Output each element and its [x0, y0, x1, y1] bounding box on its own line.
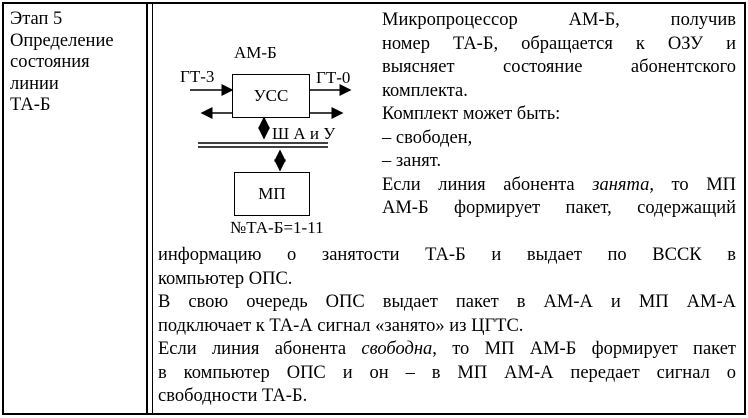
uss-block: УСС: [232, 74, 310, 118]
text-line: выясняет состояние абонентского: [382, 57, 736, 77]
stage-line: линии: [10, 73, 59, 94]
text-line: компьютер ОПС.: [158, 268, 293, 289]
bus-label: Ш А и У: [272, 124, 336, 143]
mp-label: МП: [258, 184, 286, 203]
emphasis-free: свободна: [361, 339, 433, 359]
text-line: Если линия абонента занята, то МП: [382, 174, 736, 198]
column-divider: [146, 2, 148, 415]
gt3-label: ГТ-3: [180, 67, 215, 86]
text-line: В свою очередь ОПС выдает пакет в АМ-А и…: [158, 292, 736, 312]
stage-line: состояния: [10, 52, 90, 72]
text-line: Комплект может быть:: [382, 104, 561, 124]
column-divider-inner: [152, 2, 153, 415]
text-fragment: Если линия абонента: [158, 339, 362, 359]
diagram-caption: №ТА-Б=1-11: [230, 218, 324, 237]
diagram-lines: [190, 84, 352, 172]
emphasis-busy: занята: [592, 174, 650, 195]
stage-line: ТА-Б: [10, 95, 51, 115]
description-bottom: информацию о занятости ТА-Б и выдает по …: [158, 244, 736, 409]
text-line: номер ТА-Б, обращается к ОЗУ и: [382, 33, 736, 54]
gt0-label: ГТ-0: [316, 68, 351, 87]
text-line: Микропроцессор АМ-Б, получив: [382, 10, 736, 30]
text-fragment: Если линия абонента: [382, 174, 593, 195]
stage-cell: Этап 5 Определение состояния линии ТА-Б: [10, 9, 142, 117]
description-top: Микропроцессор АМ-Б, получив номер ТА-Б,…: [382, 9, 736, 221]
text-line: информацию о занятости ТА-Б и выдает по …: [158, 245, 736, 265]
stage-line: Определение: [10, 30, 114, 51]
text-line: в компьютер ОПС и он – в МП АМ-А передае…: [158, 362, 736, 383]
text-fragment: , то МП: [649, 174, 737, 195]
text-fragment: , то МП АМ-Б формирует пакет: [432, 339, 736, 359]
block-diagram: АМ-Б ГТ-3 ГТ-0 УСС Ш А и У МП №ТА-Б=1-11: [160, 30, 380, 240]
mp-block: МП: [234, 172, 310, 216]
text-line: подключает к ТА-А сигнал «занято» из ЦГТ…: [158, 315, 524, 336]
text-line: комплекта.: [382, 80, 468, 101]
text-line: – свободен,: [382, 127, 473, 148]
text-line: свободности ТА-Б.: [158, 386, 308, 406]
diagram-title: АМ-Б: [234, 43, 277, 62]
text-line: Если линия абонента свободна, то МП АМ-Б…: [158, 338, 736, 362]
stage-line: Этап 5: [10, 9, 63, 29]
text-line: АМ-Б формирует пакет, содержащий: [382, 198, 736, 218]
uss-label: УСС: [253, 86, 289, 105]
text-line: – занят.: [382, 151, 442, 171]
